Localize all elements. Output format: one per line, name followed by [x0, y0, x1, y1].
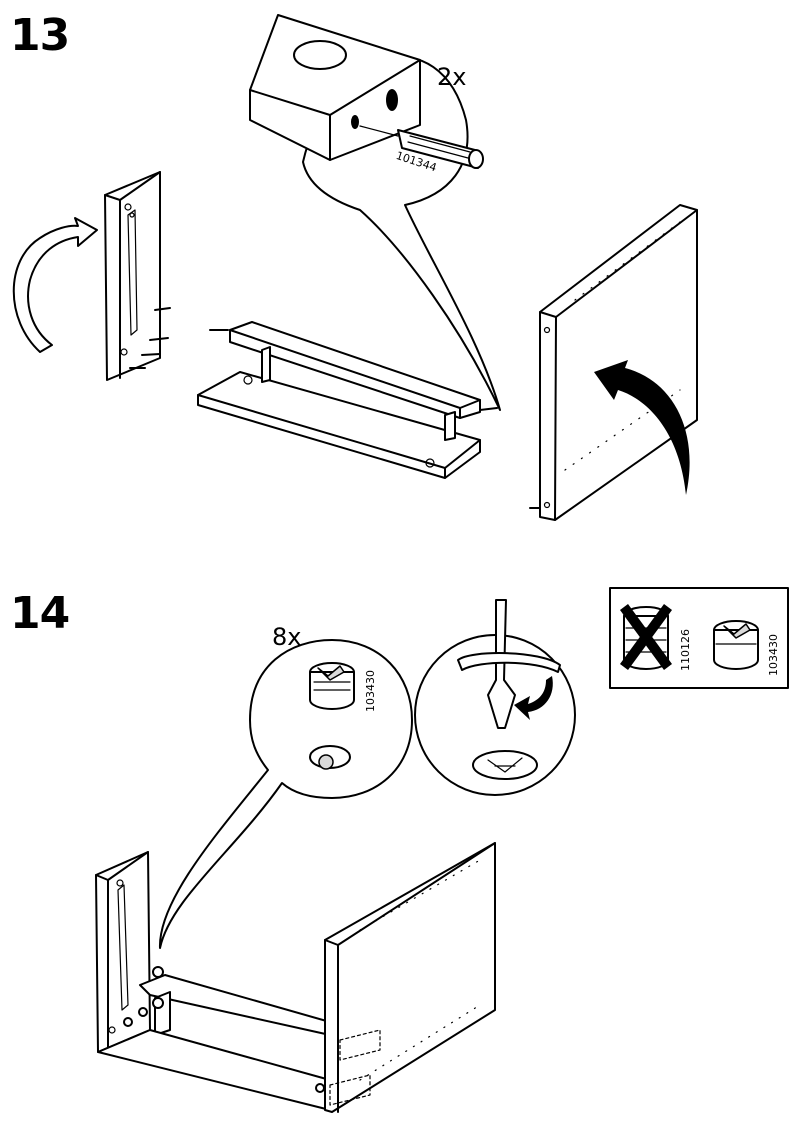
assembled-frame	[95, 842, 496, 1113]
flip-arrow-left-icon	[12, 217, 98, 353]
flip-arrow-right-icon	[594, 360, 690, 495]
wooden-dowel-icon	[359, 125, 484, 169]
dowel-detail-callout	[249, 14, 501, 411]
cam-lock-article-number: 103430	[364, 670, 377, 712]
cam-lock-legend	[609, 587, 789, 689]
cam-lock-detail-callout	[158, 639, 413, 949]
cam-lock-top-icon	[472, 750, 538, 780]
step-14-quantity: 8x	[272, 623, 302, 651]
base-frame	[197, 321, 498, 479]
legend-right-article-number: 103430	[767, 634, 780, 676]
cam-lock-icon	[309, 662, 355, 770]
legend-wrong-article-number: 110126	[679, 629, 692, 671]
step-13-illustration	[12, 14, 698, 521]
left-side-panel	[104, 171, 171, 381]
step-14-number: 14	[10, 588, 70, 639]
correct-cam-lock-icon	[713, 620, 759, 670]
right-side-panel	[529, 204, 698, 521]
step-13-number: 13	[10, 10, 70, 61]
incorrect-cam-lock-icon	[620, 604, 672, 670]
step-13-quantity: 2x	[437, 63, 467, 91]
cam-lock-position-icons	[123, 966, 325, 1093]
screwdriver-detail-callout	[414, 599, 576, 796]
